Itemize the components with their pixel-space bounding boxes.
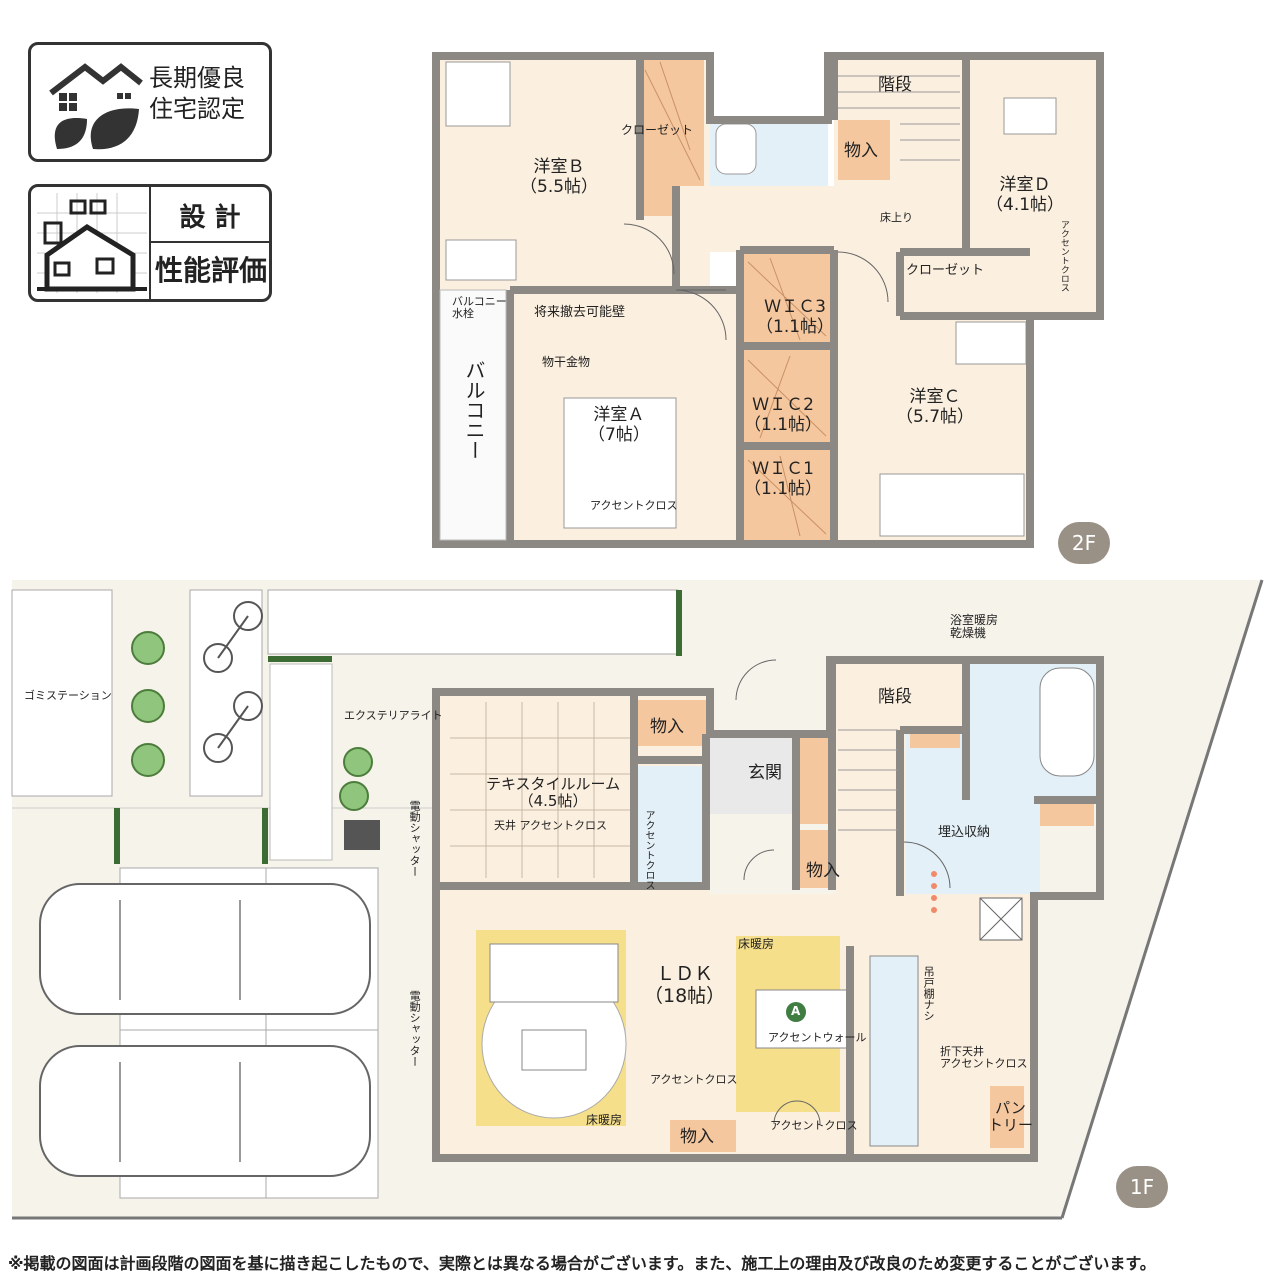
raised-floor-label: 床上り — [880, 211, 913, 224]
no-hanging-cabinet-label: 吊戸棚ナシ — [922, 966, 936, 1021]
textile-ceiling-label: 天井 アクセントクロス — [494, 819, 607, 832]
room-yoshitsu-d: 洋室Ｄ （4.1帖） — [986, 175, 1065, 215]
room-wic1: ＷＩＣ1 （1.1帖） — [744, 459, 823, 499]
room-textile: テキスタイルルーム （4.5帖） — [486, 775, 621, 811]
accent-wall-mark-label: A — [791, 1004, 801, 1018]
pantry-label: パン トリー — [988, 1099, 1034, 1135]
accent-cross-2-label: アクセントクロス — [770, 1119, 858, 1132]
accent-wall-label: アクセントウォール — [768, 1031, 867, 1044]
room-yoshitsu-b: 洋室Ｂ （5.5帖） — [520, 157, 599, 197]
storage-1f-a-label: 物入 — [650, 717, 684, 737]
garbage-station-label: ゴミステーション — [24, 689, 112, 702]
floor-heating-2-label: 床暖房 — [586, 1113, 623, 1127]
exterior-light-label: エクステリアライト — [344, 709, 443, 722]
entrance-label: 玄関 — [748, 763, 782, 783]
floor2-badge: 2F — [1058, 522, 1110, 564]
room-yoshitsu-c: 洋室Ｃ （5.7帖） — [896, 387, 975, 427]
room-wic2: ＷＩＣ2 （1.1帖） — [744, 395, 823, 435]
long-life-text: 長期優良 住宅認定 — [149, 64, 245, 124]
shutter-1-label: 電動シャッター — [408, 800, 422, 877]
stairs-1f-label: 階段 — [878, 687, 912, 707]
bath-dryer-label: 浴室暖房 乾燥機 — [950, 613, 999, 641]
clothes-hanger-label: 物干金物 — [542, 355, 591, 369]
storage-1f-b-label: 物入 — [806, 861, 840, 881]
house-leaf-icon — [49, 63, 143, 150]
closet-b-label: クローゼット — [621, 123, 694, 137]
toilet-accent-label: アクセントクロス — [643, 810, 654, 890]
house-plan-icon — [37, 193, 147, 293]
storage-1f-c-label: 物入 — [680, 1127, 714, 1147]
dropped-ceiling-label: 折下天井 アクセントクロス — [940, 1045, 1028, 1071]
room-ldk: ＬＤＫ （18帖） — [644, 963, 726, 1007]
accent-d-label: アクセントクロス — [1058, 220, 1069, 292]
room-wic3: ＷＩＣ3 （1.1帖） — [756, 297, 835, 337]
shutter-2-label: 電動シャッター — [408, 990, 422, 1067]
balcony-faucet-label: バルコニー 水栓 — [452, 295, 507, 321]
long-life-quality-badge: 長期優良 住宅認定 — [28, 42, 272, 162]
removable-wall-label: 将来撤去可能壁 — [534, 305, 626, 320]
floor1-badge: 1F — [1116, 1166, 1168, 1208]
floor2-plan — [432, 52, 1104, 548]
accent-a-label: アクセントクロス — [590, 499, 678, 512]
accent-wall-marker-icon — [786, 1002, 806, 1022]
floor-heating-1-label: 床暖房 — [738, 937, 775, 951]
floor1-plan — [11, 579, 1264, 1220]
disclaimer-note: ※掲載の図面は計画段階の図面を基に描き起こしたもので、実際とは異なる場合がござい… — [8, 1254, 1156, 1273]
built-in-storage-label: 埋込収納 — [938, 825, 991, 840]
room-yoshitsu-a: 洋室Ａ （7帖） — [588, 405, 650, 445]
closet-d-label: クローゼット — [906, 263, 985, 278]
accent-cross-1-label: アクセントクロス — [650, 1073, 738, 1086]
storage-2f-label: 物入 — [844, 141, 878, 161]
design-label: 設 計 — [179, 203, 241, 233]
performance-label: 性能評価 — [154, 254, 267, 287]
stairs-2f-label: 階段 — [878, 75, 912, 95]
balcony-label: バルコニー — [462, 360, 486, 460]
performance-badge: 設 計 性能評価 — [28, 184, 272, 302]
